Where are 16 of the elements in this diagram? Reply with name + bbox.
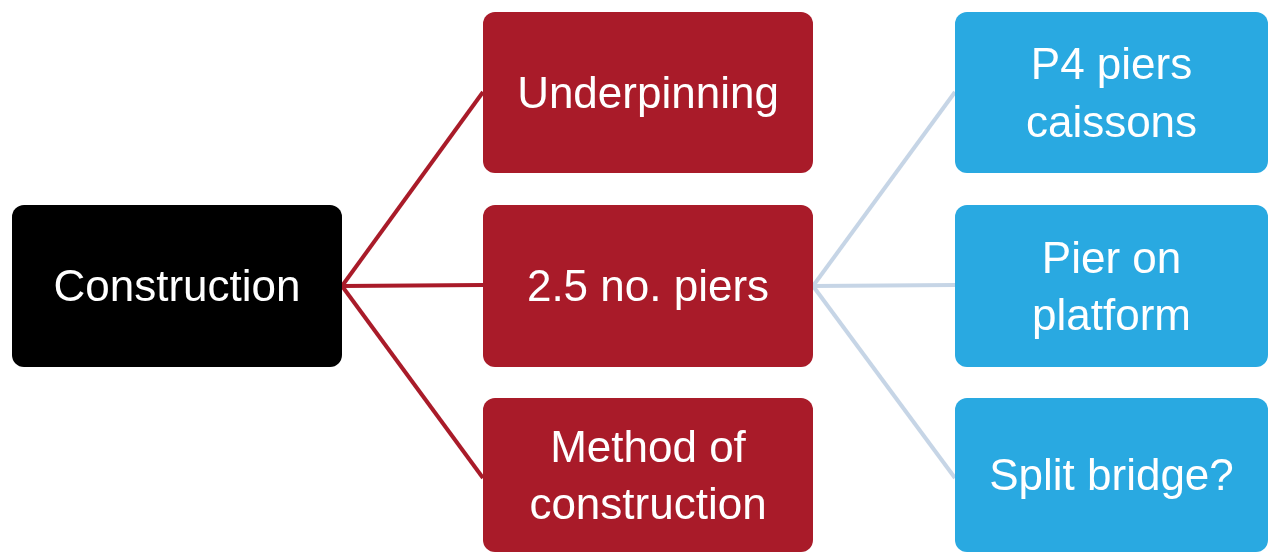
node-label: Pier on platform xyxy=(1031,231,1192,341)
process-box xyxy=(483,398,813,552)
process-box xyxy=(955,12,1268,173)
node-label: Construction xyxy=(53,260,301,313)
connector-line xyxy=(813,283,955,288)
process-box xyxy=(955,398,1268,552)
node-label: Method of construction xyxy=(528,420,768,530)
node-label: Underpinning xyxy=(517,66,779,119)
connector-line xyxy=(342,283,483,288)
node-label: P4 piers caissons xyxy=(1024,38,1199,148)
process-box xyxy=(483,12,813,173)
node-label: Split bridge? xyxy=(989,449,1234,502)
process-box xyxy=(483,205,813,367)
root-box xyxy=(12,205,342,367)
process-box xyxy=(955,205,1268,367)
node-label: 2.5 no. piers xyxy=(526,260,770,313)
